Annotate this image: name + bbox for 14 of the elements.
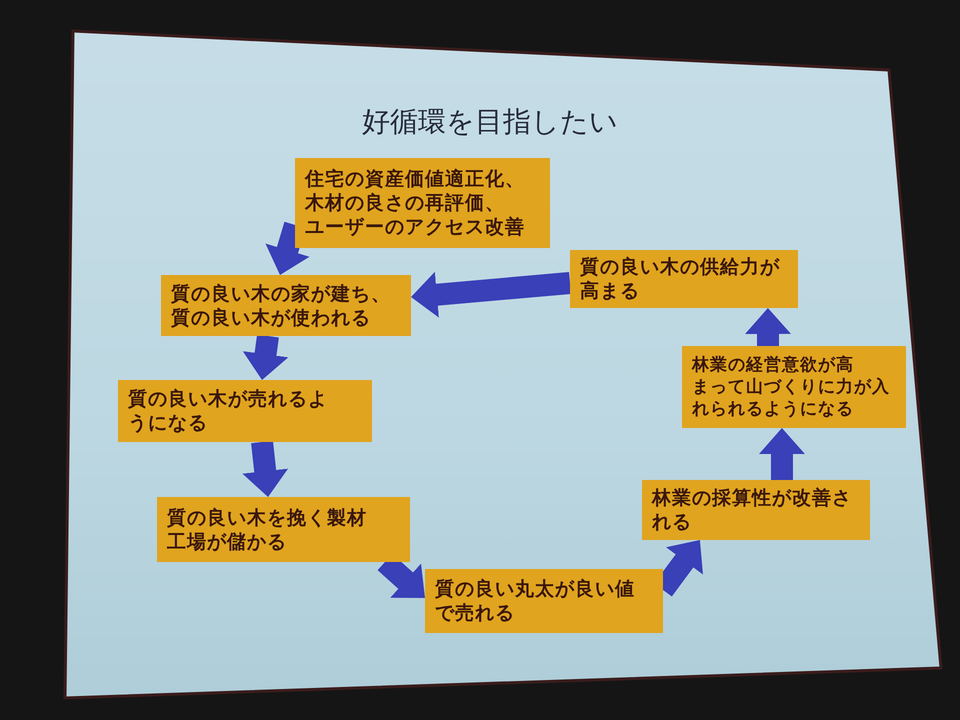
arrow (744, 308, 791, 346)
process-box: 質の良い木を挽く製材工場が儲かる (157, 497, 410, 562)
arrow (242, 334, 288, 382)
process-box: 質の良い木の家が建ち、質の良い木が使われる (161, 275, 411, 336)
process-box: 質の良い丸太が良い値で売れる (425, 569, 663, 633)
slide-title: 好循環を目指したい (361, 104, 619, 140)
process-box: 質の良い木が売れるようになる (118, 380, 372, 442)
arrow (410, 272, 571, 318)
process-box: 質の良い木の供給力が高まる (570, 250, 798, 308)
arrow (758, 428, 805, 480)
process-box: 林業の経営意欲が高まって山づくりに力が入れられるようになる (682, 346, 906, 428)
process-box: 住宅の資産価値適正化、木材の良さの再評価、ユーザーのアクセス改善 (295, 158, 550, 248)
arrow (242, 440, 288, 498)
process-box: 林業の採算性が改善される (642, 480, 870, 540)
